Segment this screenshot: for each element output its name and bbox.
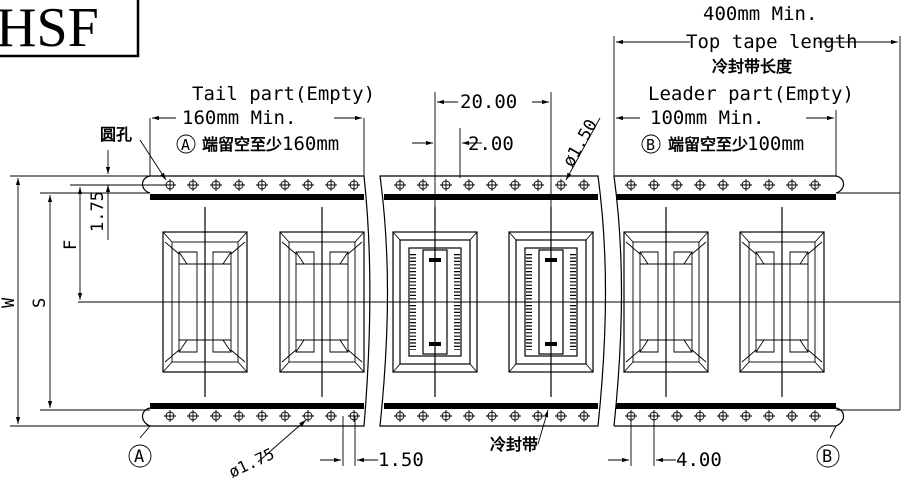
sprocket-holes-bottom — [163, 409, 822, 423]
leader-annotation — [616, 110, 837, 176]
left-dimensions — [10, 150, 165, 427]
leader-marker: B — [646, 136, 655, 154]
leader-cn: 端留空至少 — [668, 135, 748, 154]
dim-pitch-20: 20.00 — [460, 91, 517, 113]
round-hole-label: 圆孔 — [100, 125, 132, 144]
bottom-annotations — [128, 409, 840, 468]
sprocket-holes-top — [163, 178, 822, 192]
cover-tape — [150, 194, 836, 409]
dim-150: 1.50 — [378, 449, 424, 471]
end-b: B — [822, 447, 832, 467]
dim-w: W — [0, 297, 19, 308]
end-a: A — [134, 447, 144, 467]
top-tape-min: 400mm Min. — [703, 3, 817, 25]
dim-f: F — [61, 240, 81, 250]
tape-segment-leader — [613, 175, 845, 427]
dim-hole-150-rot: ø1.50 — [559, 116, 602, 170]
cover-tape-label: 冷封带 — [490, 435, 538, 454]
leader-min: 100mm Min. — [650, 107, 764, 129]
dim-edge-175: 1.75 — [88, 191, 108, 232]
tail-cn: 端留空至少 — [202, 135, 282, 154]
tail-annotation — [139, 115, 365, 181]
top-tape-length: Top tape length — [686, 31, 858, 53]
tape-segment-tail — [141, 175, 371, 427]
tape-segment-middle — [379, 175, 607, 427]
top-tape-annotation — [613, 36, 901, 411]
tail-min: 160mm Min. — [182, 107, 296, 129]
logo: HSF — [0, 0, 99, 59]
tail-marker: A — [181, 136, 190, 154]
dim-400: 4.00 — [676, 449, 722, 471]
dim-pitch-2: 2.00 — [468, 133, 514, 155]
dim-s: S — [30, 298, 50, 308]
leader-title: Leader part(Empty) — [648, 83, 854, 105]
tail-title: Tail part(Empty) — [192, 83, 375, 105]
logo-box — [0, 0, 140, 58]
leader-cn-value: 100mm — [747, 133, 804, 155]
dim-hole-175: ø1.75 — [226, 444, 278, 481]
tail-cn-value: 160mm — [282, 133, 339, 155]
top-tape-cn: 冷封带长度 — [712, 57, 793, 76]
